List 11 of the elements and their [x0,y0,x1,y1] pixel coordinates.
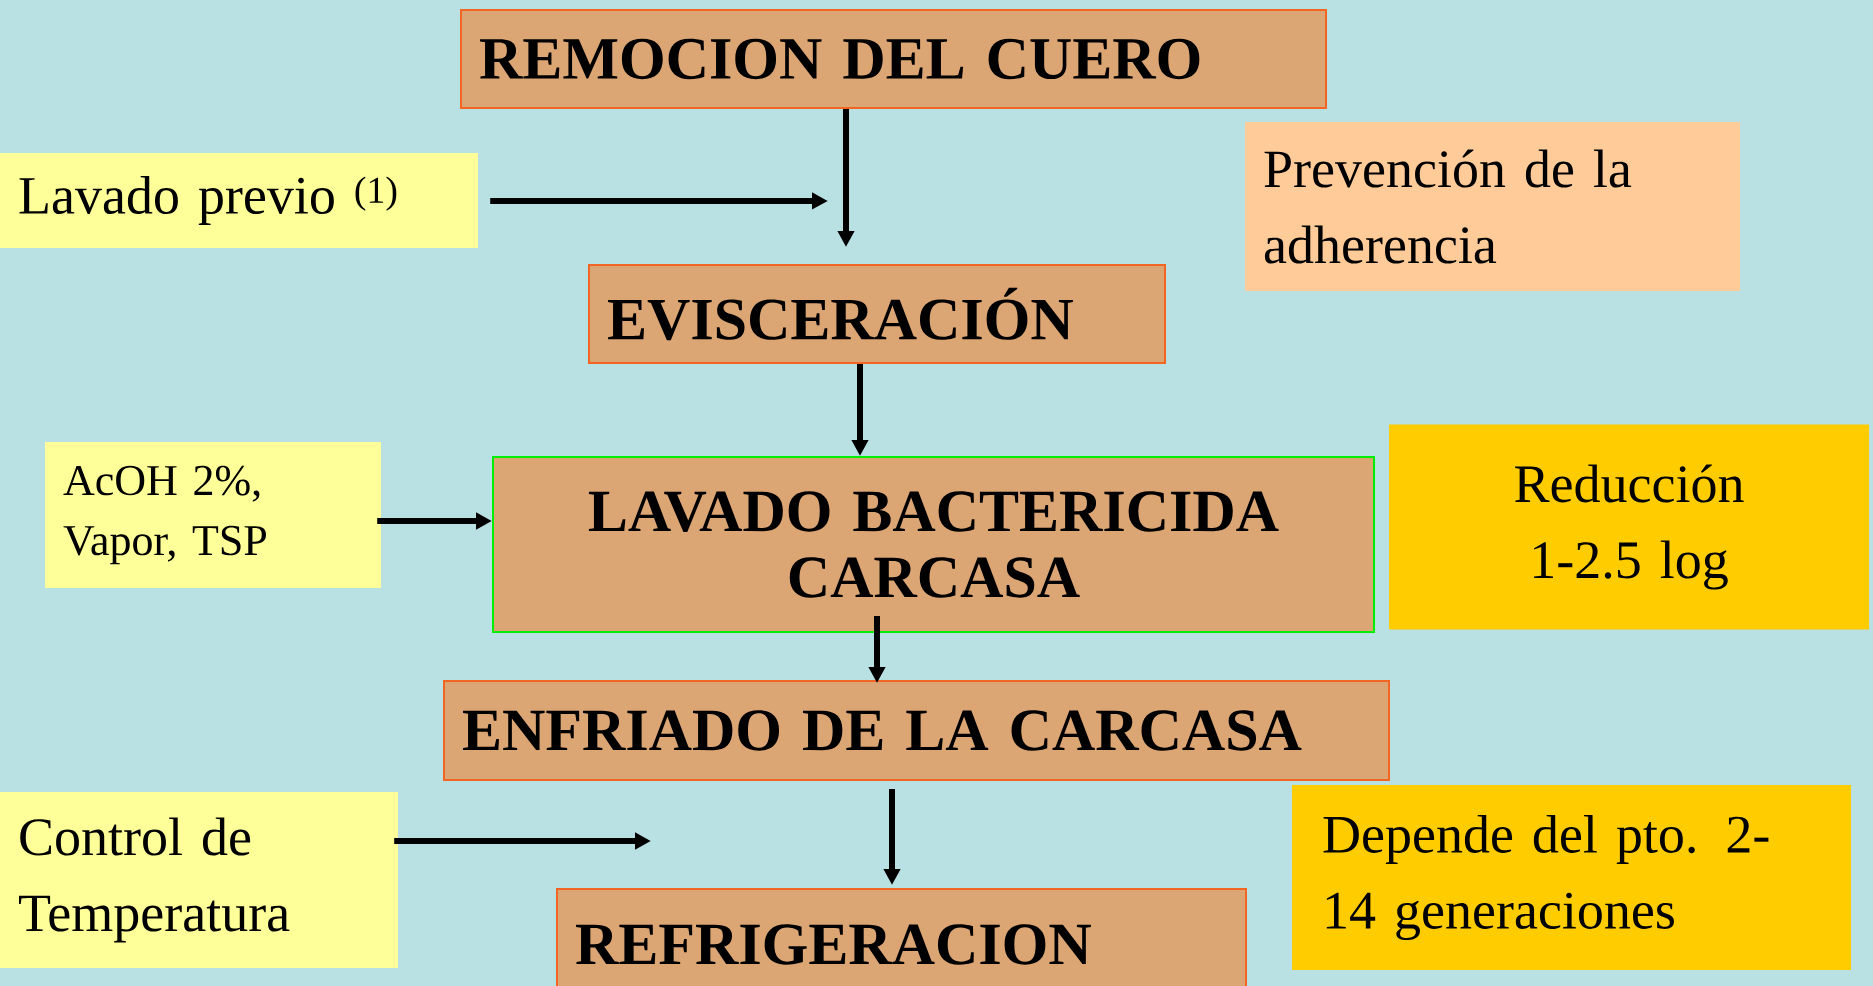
input-box: AcOH 2%, Vapor, TSP [45,442,381,588]
process-box: ENFRIADO DE LA CARCASA [443,680,1390,781]
input-box: Lavado previo $^{(1)}$ [0,153,478,248]
process-box: LAVADO BACTERICIDA CARCASA [492,456,1375,633]
note-box: Reducción 1-2.5 log [1389,424,1869,630]
note-box: Depende del pto. 2-14 generaciones [1292,784,1851,971]
input-box: Control de Temperatura [0,792,398,968]
process-box: REMOCION DEL CUERO [460,9,1327,109]
process-box: REFRIGERACION [556,888,1247,986]
note-box: Prevención de la adherencia [1245,122,1740,291]
process-box: EVISCERACIÓN [588,264,1166,364]
